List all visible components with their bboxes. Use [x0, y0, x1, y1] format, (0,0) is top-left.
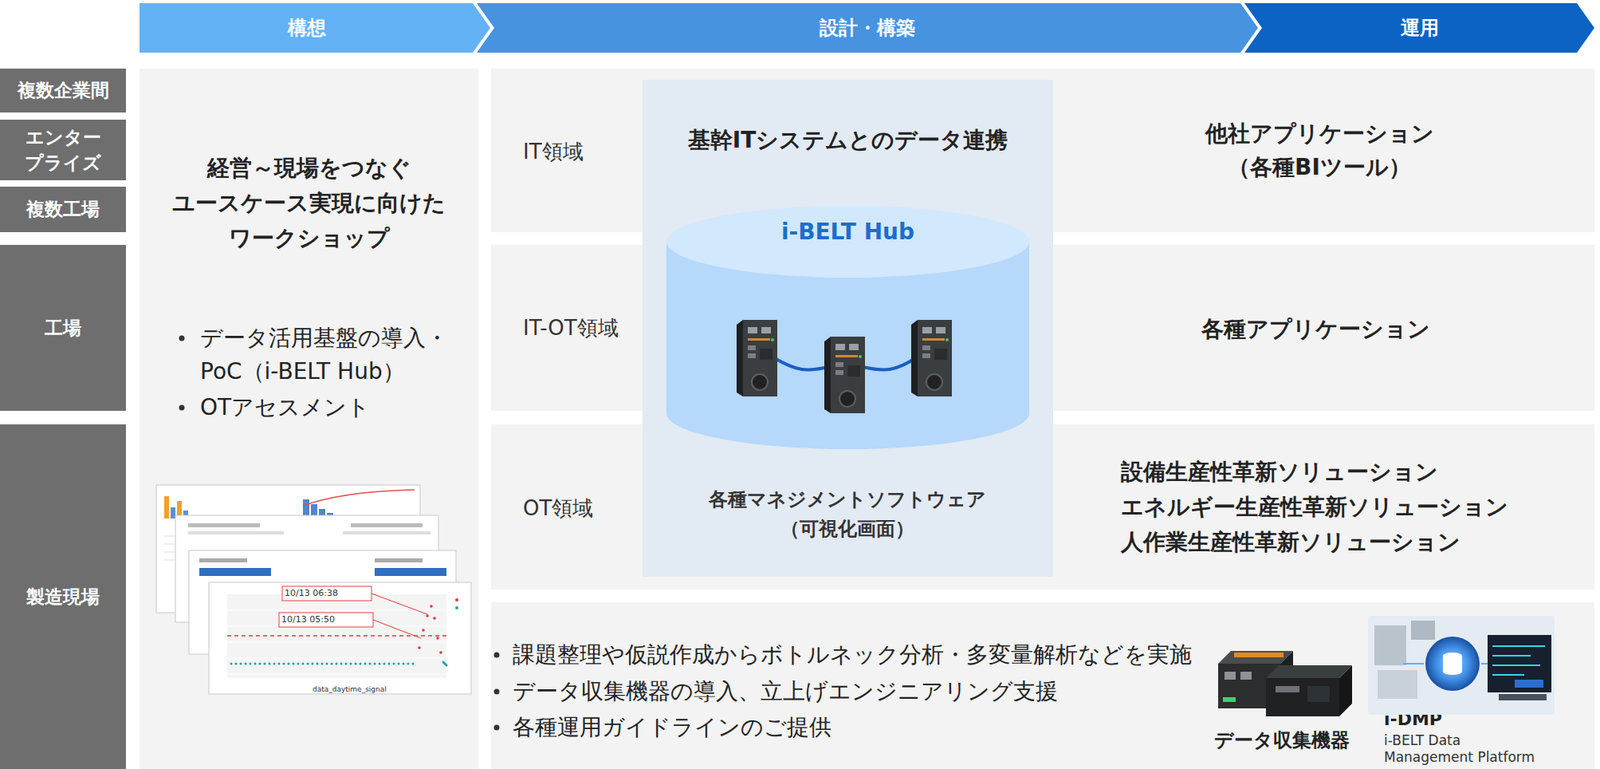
node-text: 各種運用ガイドラインのご提供 — [512, 712, 1231, 742]
node-text: 基幹ITシステムとのデータ連携 — [642, 124, 1054, 157]
node-text: 人作業生産性革新ソリューション — [1120, 526, 1584, 559]
node-text: エネルギー生産性革新ソリューション — [1120, 491, 1584, 523]
node-text: 各種アプリケーション — [1155, 313, 1475, 346]
chevron-shape — [1244, 3, 1595, 53]
node-text: データ収集機器の導入、立上げエンジニアリング支援 — [512, 676, 1231, 706]
node-text: i-DMP — [1383, 708, 1544, 730]
node-text: i-BELT Hub — [666, 217, 1030, 247]
node-text: データ活用基盤の導入・ PoC（i-BELT Hub） — [200, 321, 464, 389]
cylinder-top — [666, 205, 1030, 278]
node-text: 複数企業間 — [0, 78, 126, 103]
node-text: 設計・構築 — [494, 15, 1241, 41]
phase-panel: 経営～現場をつなぐ ユースケース実現に向けた ワークショップデータ活用基盤の導入… — [139, 68, 479, 769]
node-text: 設備生産性革新ソリューション — [1120, 456, 1584, 488]
chart-annotation: data_daytime_signal — [312, 684, 387, 694]
scope-label: 製造現場 — [0, 424, 126, 769]
node-text: 工場 — [0, 315, 126, 341]
phase-arrow: 運用 — [1244, 3, 1595, 53]
field-panel: 課題整理や仮説作成からボトルネック分析・多変量解析などを実施データ収集機器の導入… — [491, 601, 1595, 769]
scope-label: 複数工場 — [0, 186, 126, 232]
phase-arrow: 構想 — [139, 3, 491, 53]
chart-annotation: 10/13 06:38 — [284, 587, 339, 599]
node-text: 複数工場 — [0, 196, 126, 222]
node-text: 製造現場 — [0, 584, 126, 610]
node-text: OTアセスメント — [200, 390, 464, 425]
node-text: i-BELT Data Management Platform — [1383, 731, 1552, 766]
node-text: 課題整理や仮説作成からボトルネック分析・多変量解析などを実施 — [512, 640, 1231, 669]
chevron-shape — [476, 3, 1258, 53]
platform-column: 基幹ITシステムとのデータ連携各種マネジメントソフトウェア （可視化画面） i-B… — [642, 79, 1054, 577]
chevron-shape — [139, 3, 491, 53]
scope-label: 工場 — [0, 244, 126, 411]
node-text: 構想 — [139, 15, 475, 41]
node-text: データ収集機器 — [1202, 727, 1362, 752]
node-text: 運用 — [1261, 15, 1577, 41]
node-text: 各種マネジメントソフトウェア （可視化画面） — [703, 484, 991, 544]
node-text: 他社アプリケーション （各種BIツール） — [1199, 117, 1439, 185]
node-text: 経営～現場をつなぐ ユースケース実現に向けた ワークショップ — [147, 150, 471, 256]
scope-label: エンタープライズ — [0, 119, 126, 181]
phase-arrow: 設計・構築 — [476, 3, 1258, 53]
chart-annotation: 10/13 05:50 — [281, 613, 335, 626]
scope-label: 複数企業間 — [0, 68, 126, 113]
node-text: エンタープライズ — [20, 124, 106, 176]
hub-cylinder: i-BELT Hub — [666, 205, 1030, 449]
